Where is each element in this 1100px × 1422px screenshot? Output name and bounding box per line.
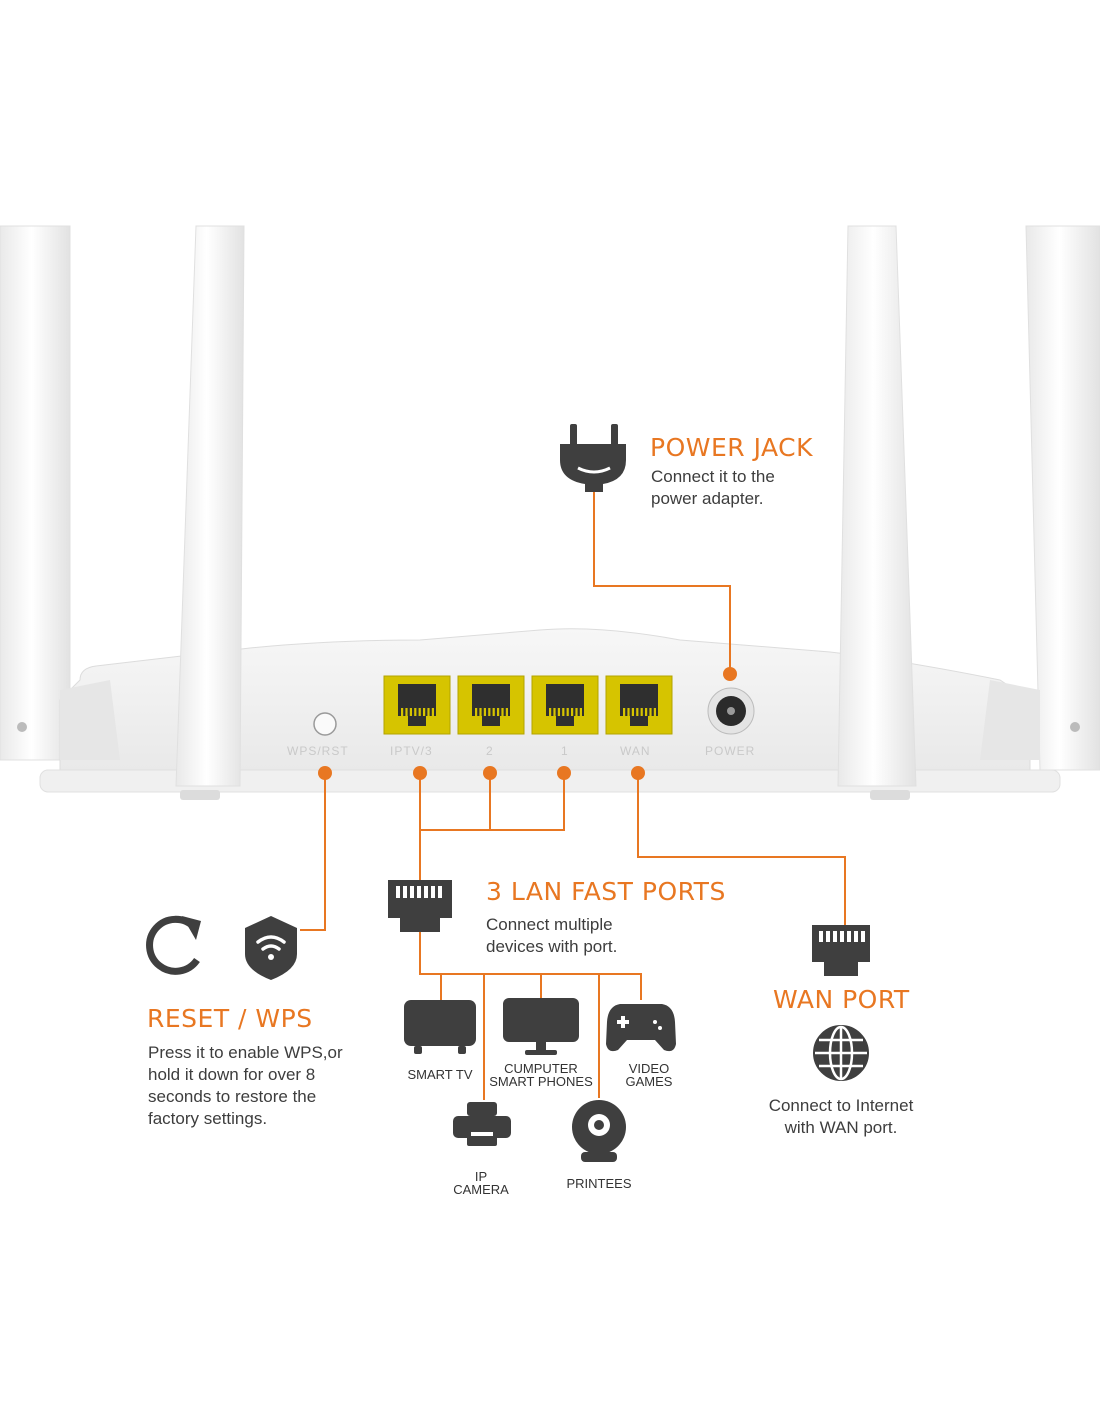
device-label-smart-tv: SMART TV (390, 1068, 490, 1081)
tv-icon (404, 1000, 476, 1054)
ethernet-port-icon (812, 925, 870, 976)
device-label-line: GAMES (625, 1074, 673, 1089)
ethernet-port-lan-2[interactable] (457, 675, 525, 735)
router-port-label: 1 (561, 744, 569, 758)
plug-icon (560, 424, 626, 492)
device-label-computer: CUMPUTER SMART PHONES (486, 1062, 596, 1088)
desc-line: seconds to restore the (148, 1087, 317, 1106)
device-label-line: CUMPUTER (504, 1061, 578, 1076)
ethernet-port-iptv-3[interactable] (383, 675, 451, 735)
antenna-right-inner (837, 225, 917, 787)
ethernet-port-wan[interactable] (605, 675, 673, 735)
power-jack-description: Connect it to the power adapter. (651, 466, 775, 510)
wifi-shield-icon (245, 916, 297, 980)
router-port-label: 2 (486, 744, 494, 758)
router-port-label: IPTV/3 (390, 744, 433, 758)
router-port-label: WPS/RST (287, 744, 349, 758)
lan-ports-title: 3 LAN FAST PORTS (486, 877, 726, 906)
connector-lines (300, 492, 846, 1100)
desc-line: Connect to Internet (768, 1096, 914, 1115)
reset-wps-title: RESET / WPS (147, 1004, 313, 1033)
refresh-icon (146, 915, 201, 975)
device-label-video-games: VIDEO GAMES (607, 1062, 691, 1088)
device-label-printees: PRINTEES (549, 1177, 649, 1190)
device-label-line: IP (474, 1169, 488, 1184)
power-jack-title: POWER JACK (650, 433, 814, 462)
wan-port-title: WAN PORT (773, 985, 910, 1014)
antenna-right-outer (1025, 225, 1100, 771)
desc-line: hold it down for over 8 (148, 1065, 316, 1084)
desc-line: Connect it to the (651, 467, 775, 486)
router-port-label: WAN (620, 744, 651, 758)
antenna-left-inner (175, 225, 245, 787)
lan-ports-description: Connect multiple devices with port. (486, 914, 617, 958)
device-label-ip-camera: IP CAMERA (441, 1170, 521, 1196)
antenna-left-outer (0, 225, 71, 761)
desc-line: devices with port. (486, 937, 618, 956)
device-label-line: SMART PHONES (489, 1074, 593, 1089)
desc-line: power adapter. (651, 489, 764, 508)
desc-line: with WAN port. (784, 1118, 898, 1137)
ethernet-port-icon (388, 880, 452, 932)
desc-line: Connect multiple (486, 915, 613, 934)
device-label-line: CAMERA (453, 1182, 509, 1197)
monitor-icon (503, 998, 579, 1055)
device-label-line: VIDEO (628, 1061, 670, 1076)
gamepad-icon (606, 1004, 676, 1052)
desc-line: factory settings. (148, 1109, 268, 1128)
power-jack-socket[interactable] (707, 687, 755, 735)
webcam-icon (572, 1100, 626, 1162)
ip-camera-icon (453, 1102, 511, 1146)
desc-line: Press it to enable WPS,or (148, 1043, 343, 1062)
wan-port-description: Connect to Internet with WAN port. (741, 1095, 941, 1139)
reset-wps-description: Press it to enable WPS,or hold it down f… (148, 1042, 343, 1130)
device-label-line: SMART TV (407, 1067, 473, 1082)
globe-icon (813, 1025, 869, 1081)
device-label-line: PRINTEES (566, 1176, 632, 1191)
ethernet-port-lan-1[interactable] (531, 675, 599, 735)
wps-reset-button[interactable] (313, 712, 337, 736)
router-port-label: POWER (705, 744, 756, 758)
connector-dots (318, 667, 737, 780)
